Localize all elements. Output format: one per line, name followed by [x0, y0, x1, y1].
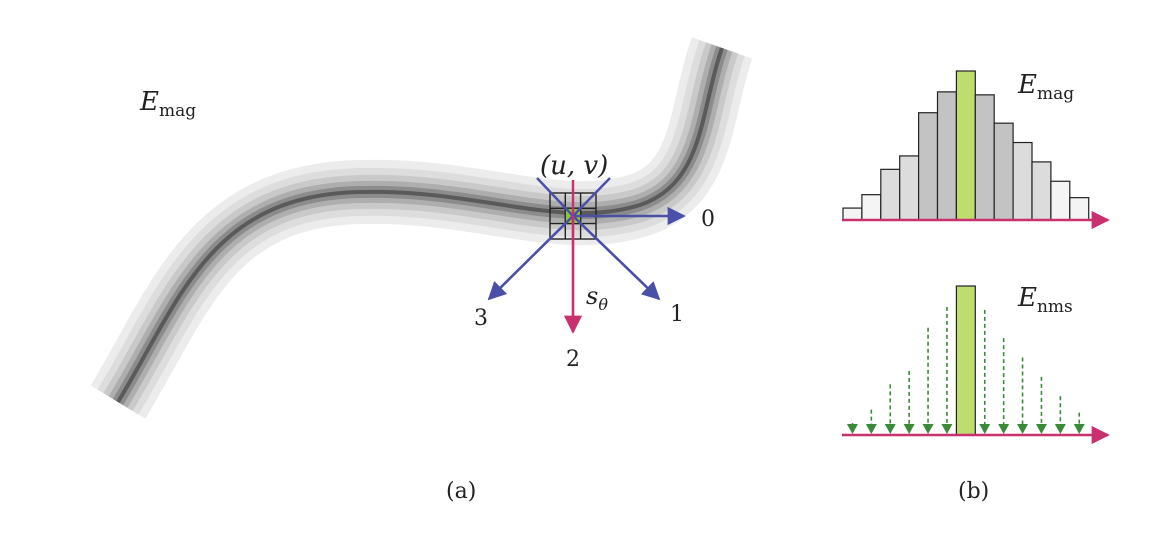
- histogram-peak-bar: [955, 70, 976, 221]
- histogram-bar: [1012, 141, 1033, 221]
- suppressed-arrowhead: [903, 424, 915, 434]
- nms-histogram: [846, 285, 1085, 436]
- pixel-coordinate-label: (u, v): [540, 151, 608, 181]
- panel-a-edge-map: Emag (u, v) 0 1 2 3 sθ (a): [90, 37, 753, 504]
- suppressed-arrowhead: [979, 424, 991, 434]
- map-label: Emag: [139, 87, 196, 121]
- suppressed-arrowhead: [1054, 424, 1066, 434]
- nms-peak-bar: [955, 285, 976, 436]
- histogram-bar: [1031, 161, 1052, 221]
- histogram-bar: [917, 112, 939, 221]
- edge-ridge-band: [90, 37, 753, 419]
- histogram-bar: [899, 155, 920, 221]
- direction-arrow-1: [572, 215, 661, 301]
- histogram-bar: [1069, 197, 1090, 221]
- suppressed-arrowhead: [1017, 424, 1029, 434]
- direction-label-1: 1: [670, 302, 684, 327]
- histogram-bar: [861, 194, 882, 221]
- direction-label-2: 2: [566, 347, 580, 372]
- panel-b: Emag Enms (b): [842, 70, 1110, 504]
- histogram-bar: [993, 122, 1014, 221]
- histogram-bar: [1050, 180, 1071, 221]
- histogram-bar: [880, 168, 901, 221]
- histogram-bar: [936, 91, 957, 221]
- suppressed-arrowhead: [884, 424, 896, 434]
- suppressed-arrowhead: [922, 424, 934, 434]
- scale-label: sθ: [586, 282, 608, 314]
- histogram-bar: [842, 207, 863, 221]
- caption-a: (a): [446, 479, 476, 504]
- suppressed-arrowhead: [846, 424, 858, 434]
- direction-label-3: 3: [474, 306, 488, 331]
- suppressed-arrowhead: [1073, 424, 1085, 434]
- suppressed-arrowhead: [865, 424, 877, 434]
- suppressed-arrowhead: [941, 424, 953, 434]
- suppressed-arrowhead: [1035, 424, 1047, 434]
- direction-arrows: [487, 206, 686, 301]
- top-histogram-label: Emag: [1017, 70, 1074, 104]
- orientation-lines: [536, 177, 611, 217]
- caption-b: (b): [958, 479, 989, 504]
- histogram-bar: [974, 94, 995, 221]
- bottom-histogram-label: Enms: [1017, 283, 1073, 317]
- suppressed-arrowhead: [998, 424, 1010, 434]
- direction-label-0: 0: [701, 207, 715, 232]
- direction-arrow-3: [487, 215, 574, 301]
